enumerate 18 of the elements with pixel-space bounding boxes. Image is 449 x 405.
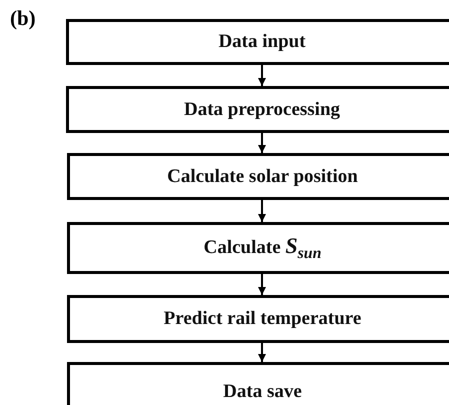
process-box (67, 153, 449, 200)
arrow (258, 343, 266, 362)
process-box (66, 86, 449, 133)
step-text: Predict rail temperature (164, 308, 362, 330)
panel-label: (b) (10, 6, 36, 31)
step-text: Data input (218, 31, 306, 53)
process-box (67, 222, 449, 274)
arrow (258, 200, 266, 222)
step-text: Calculate S$_{sun}$ (204, 233, 322, 263)
process-box (66, 19, 449, 65)
process-box (67, 295, 449, 343)
arrow (258, 65, 266, 86)
step-text: Data preprocessing (184, 98, 340, 120)
step-text: Calculate solar position (167, 166, 358, 188)
arrow (258, 274, 266, 295)
arrow (258, 133, 266, 153)
process-box (67, 362, 449, 405)
step-text: Data save (223, 381, 302, 403)
